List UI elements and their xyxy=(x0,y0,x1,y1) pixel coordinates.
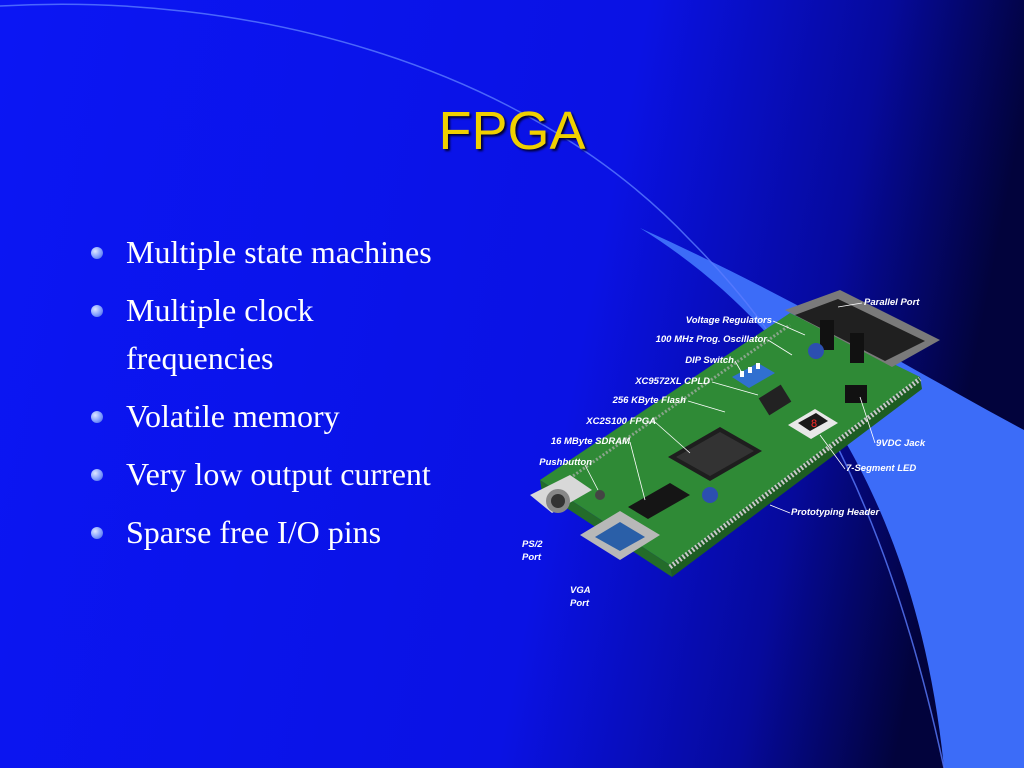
seven-segment-led: 8 xyxy=(788,409,838,439)
callout-ps2-port-line2: Port xyxy=(522,552,542,563)
slide-title: FPGA xyxy=(438,101,586,161)
svg-text:8: 8 xyxy=(811,418,817,430)
callout-sdram: 16 MByte SDRAM xyxy=(551,436,631,447)
callout-flash: 256 KByte Flash xyxy=(612,395,687,406)
bullet-dot-icon xyxy=(91,527,103,539)
callout-prototyping-header: Prototyping Header xyxy=(791,507,880,518)
callout-pushbutton: Pushbutton xyxy=(539,457,592,468)
callout-cpld: XC9572XL CPLD xyxy=(634,376,710,387)
callout-seven-segment: 7-Segment LED xyxy=(846,463,916,474)
ps2-port xyxy=(530,475,592,513)
callout-parallel-port: Parallel Port xyxy=(864,297,920,308)
decorative-arc-line xyxy=(0,3,945,768)
vga-port xyxy=(580,511,660,560)
bullet-item: Sparse free I/O pins xyxy=(88,508,468,556)
bullet-dot-icon xyxy=(91,469,103,481)
callout-voltage-regulators: Voltage Regulators xyxy=(686,315,772,326)
bullet-dot-icon xyxy=(91,305,103,317)
callout-fpga: XC2S100 FPGA xyxy=(585,416,656,427)
bullet-item: Volatile memory xyxy=(88,392,468,440)
dc-jack xyxy=(845,385,867,403)
bullet-list: Multiple state machines Multiple clock f… xyxy=(88,228,468,566)
callout-dip-switch: DIP Switch xyxy=(685,355,734,366)
callout-prog-oscillator: 100 MHz Prog. Oscillator xyxy=(656,334,769,345)
pushbutton xyxy=(595,490,605,500)
capacitor xyxy=(808,343,824,359)
callout-leaders xyxy=(584,302,876,514)
bullet-dot-icon xyxy=(91,411,103,423)
sdram-chip xyxy=(628,483,690,519)
dip-switch xyxy=(732,363,775,388)
bullet-item: Multiple state machines xyxy=(88,228,468,276)
bullet-item: Very low output current xyxy=(88,450,468,498)
callout-vga-port-line2: Port xyxy=(570,598,590,609)
parallel-port xyxy=(785,290,940,367)
bullet-dot-icon xyxy=(91,247,103,259)
callout-vga-port-line1: VGA xyxy=(570,585,591,596)
bullet-item: Multiple clock frequencies xyxy=(88,286,468,382)
cpld-chip xyxy=(758,384,792,416)
callout-vdc-jack: 9VDC Jack xyxy=(876,438,926,449)
decorative-swoosh xyxy=(640,228,1024,768)
callout-ps2-port-line1: PS/2 xyxy=(522,539,543,550)
fpga-board-image: 8 xyxy=(522,290,940,609)
capacitor xyxy=(702,487,718,503)
fpga-chip xyxy=(668,427,762,481)
